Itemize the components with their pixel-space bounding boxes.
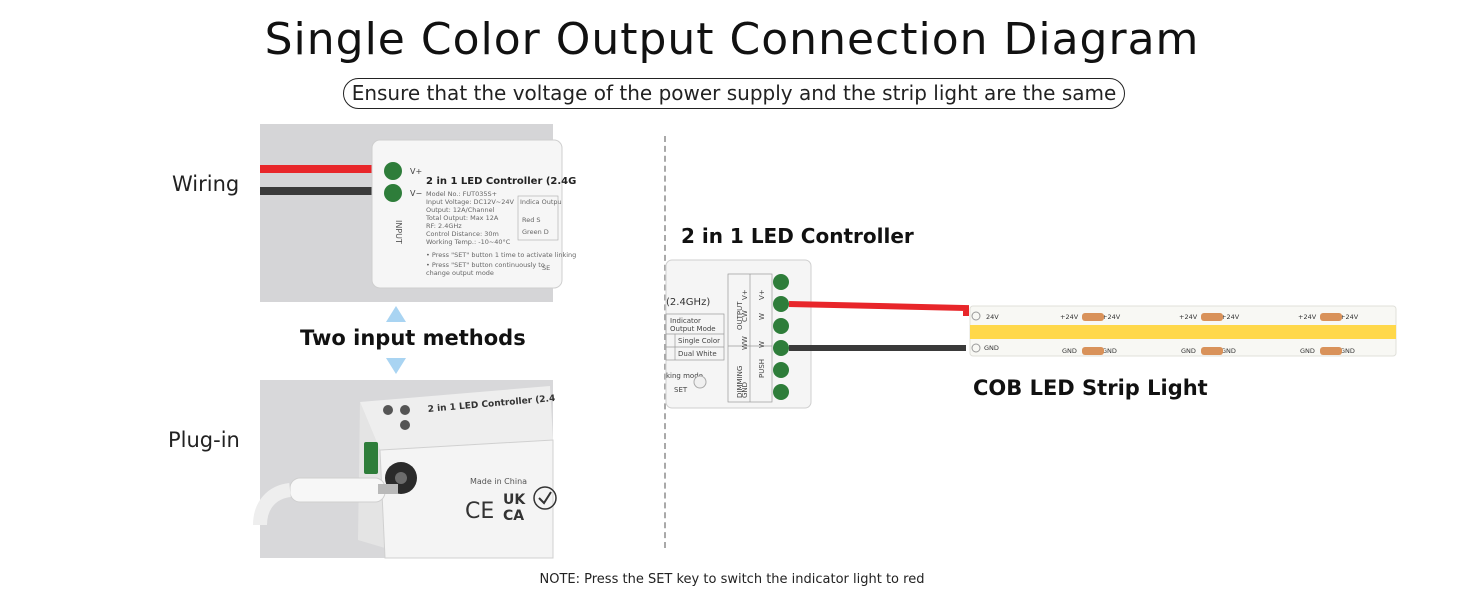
two-input-methods-label: Two input methods	[300, 326, 526, 350]
plugin-label: Plug-in	[168, 428, 240, 452]
spec-line: Output: 12A/Channel	[426, 206, 495, 214]
indicator-row: Green D	[522, 228, 549, 236]
wiring-photo: V+ V− INPUT 2 in 1 LED Controller (2.4G …	[260, 124, 576, 302]
pad-label: GND	[1340, 347, 1355, 355]
pad-label: GND	[1300, 347, 1315, 355]
pad-label: +24V	[1340, 313, 1359, 321]
subtitle-note: Ensure that the voltage of the power sup…	[343, 78, 1125, 109]
spec-line: RF: 2.4GHz	[426, 222, 462, 230]
terminal-label: WW	[741, 336, 749, 350]
pad-label: +24V	[1179, 313, 1198, 321]
indicator-row: Single Color	[678, 337, 720, 345]
pad-label: GND	[1181, 347, 1196, 355]
ukca-mark-top: UK	[503, 492, 526, 508]
indicator-heading: Indicator	[670, 317, 701, 325]
wiring-label: Wiring	[172, 172, 240, 196]
pad-label: GND	[1221, 347, 1236, 355]
terminal-label: GND	[741, 382, 749, 398]
wiring-input-label: INPUT	[394, 220, 403, 244]
controller-freq: (2.4GHz)	[666, 297, 710, 308]
plugin-photo: 2 in 1 LED Controller (2.4 Made in China…	[253, 380, 557, 559]
connection-diagram: (2.4GHz) Indicator Output Mode Single Co…	[665, 259, 1397, 409]
terminal-label: CW	[741, 310, 749, 322]
pad-label: +24V	[1221, 313, 1240, 321]
spec-line: Input Voltage: DC12V~24V	[426, 198, 515, 206]
linking-mode-text: king mode	[666, 372, 703, 380]
wiring-terminal-minus: V−	[410, 189, 422, 198]
pad-label: +24V	[1102, 313, 1121, 321]
output-label: OUTPUT	[736, 301, 744, 330]
pad-label: +24V	[1060, 313, 1079, 321]
footer-note: NOTE: Press the SET key to switch the in…	[539, 572, 925, 587]
pad-label: GND	[1062, 347, 1077, 355]
terminal-label: V+	[741, 289, 749, 300]
set-label: SET	[674, 386, 688, 394]
ukca-mark-bottom: CA	[503, 508, 524, 524]
strip-end-top: 24V	[986, 313, 999, 321]
check-mark-icon	[533, 486, 557, 510]
spec-line: Control Distance: 30m	[426, 230, 499, 238]
wiring-terminal-plus: V+	[410, 167, 422, 176]
note-line: • Press "SET" button 1 time to activate …	[426, 251, 576, 259]
indicator-head: Indica Outpu	[520, 198, 562, 206]
ce-mark: CE	[465, 499, 494, 524]
section-divider	[664, 136, 666, 548]
indicator-row: Red S	[522, 216, 541, 224]
indicator-row: Dual White	[678, 350, 717, 358]
dimming-label: DIMMING	[736, 366, 744, 398]
page-title: Single Color Output Connection Diagram	[264, 14, 1200, 65]
strip-title: COB LED Strip Light	[973, 376, 1208, 400]
made-in-label: Made in China	[470, 477, 527, 486]
arrow-up-icon	[386, 306, 406, 322]
arrow-down-icon	[386, 358, 406, 374]
pad-label: GND	[1102, 347, 1117, 355]
set-button[interactable]	[693, 375, 707, 389]
pad-label: +24V	[1298, 313, 1317, 321]
terminal-label: W	[758, 341, 766, 348]
spec-line: Total Output: Max 12A	[425, 214, 499, 222]
indicator-heading: Output Mode	[670, 325, 716, 333]
terminal-label: PUSH	[758, 359, 766, 378]
note-line: change output mode	[426, 269, 494, 277]
set-label: SE	[542, 264, 550, 272]
wiring-photo-heading: 2 in 1 LED Controller (2.4G	[426, 176, 576, 187]
spec-line: Model No.: FUT035S+	[426, 190, 497, 198]
spec-line: Working Temp.: -10~40°C	[426, 238, 511, 246]
note-line: • Press "SET" button continuously to	[426, 261, 545, 269]
controller-title: 2 in 1 LED Controller	[681, 224, 914, 248]
terminal-label: W	[758, 313, 766, 320]
strip-end-bottom: GND	[984, 344, 999, 352]
terminal-label: V+	[758, 289, 766, 300]
